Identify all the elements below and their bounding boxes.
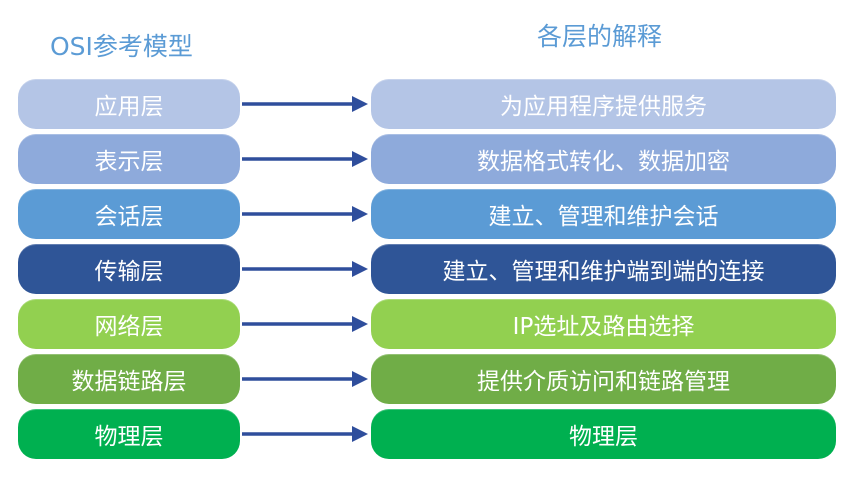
arrow-icon xyxy=(242,261,368,277)
arrow-icon xyxy=(242,371,368,387)
osi-model-header: OSI参考模型 xyxy=(50,32,193,61)
description-box: 为应用程序提供服务 xyxy=(371,79,836,129)
layer-box: 物理层 xyxy=(18,409,240,459)
layer-row-presentation: 表示层 数据格式转化、数据加密 xyxy=(0,134,857,184)
description-box: 建立、管理和维护端到端的连接 xyxy=(371,244,836,294)
layer-row-session: 会话层 建立、管理和维护会话 xyxy=(0,189,857,239)
description-box: 提供介质访问和链路管理 xyxy=(371,354,836,404)
layer-box: 会话层 xyxy=(18,189,240,239)
explanation-header: 各层的解释 xyxy=(537,22,663,51)
description-box: 物理层 xyxy=(371,409,836,459)
arrow-icon xyxy=(242,96,368,112)
description-box: 建立、管理和维护会话 xyxy=(371,189,836,239)
arrow-icon xyxy=(242,426,368,442)
layer-row-physical: 物理层 物理层 xyxy=(0,409,857,459)
arrow-icon xyxy=(242,206,368,222)
layer-row-data-link: 数据链路层 提供介质访问和链路管理 xyxy=(0,354,857,404)
description-box: 数据格式转化、数据加密 xyxy=(371,134,836,184)
layer-box: 应用层 xyxy=(18,79,240,129)
arrow-icon xyxy=(242,151,368,167)
description-box: IP选址及路由选择 xyxy=(371,299,836,349)
layer-box: 表示层 xyxy=(18,134,240,184)
layer-box: 传输层 xyxy=(18,244,240,294)
layer-row-network: 网络层 IP选址及路由选择 xyxy=(0,299,857,349)
layer-row-application: 应用层 为应用程序提供服务 xyxy=(0,79,857,129)
layer-box: 数据链路层 xyxy=(18,354,240,404)
layer-box: 网络层 xyxy=(18,299,240,349)
arrow-icon xyxy=(242,316,368,332)
layer-row-transport: 传输层 建立、管理和维护端到端的连接 xyxy=(0,244,857,294)
